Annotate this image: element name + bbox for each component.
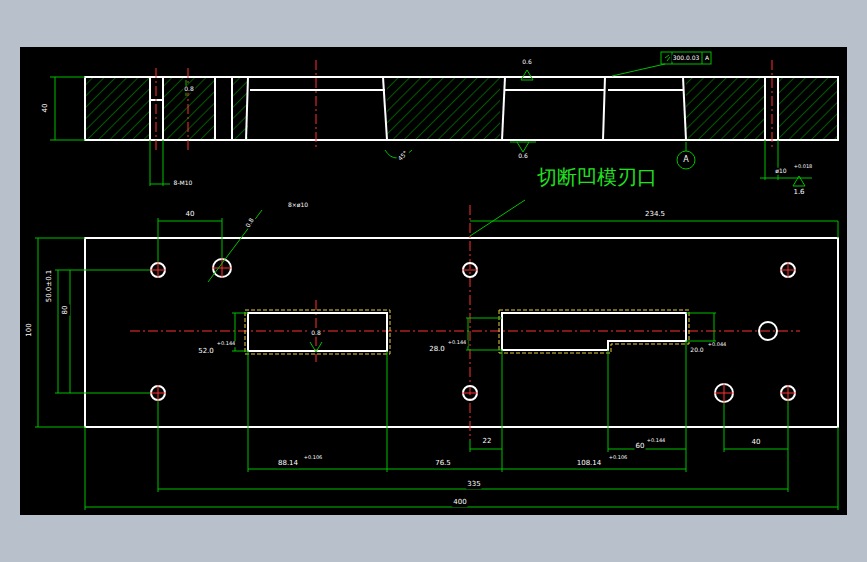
dimension: 80 [62,305,70,316]
plan-view [35,200,838,510]
dimension: 400 [452,499,467,507]
angle: 45° [396,149,410,163]
roughness: 0.8 [310,330,322,337]
tolerance: 300.0.03 [672,55,701,62]
roughness: 1.6 [792,189,805,197]
dimension: 52.0 [197,348,215,356]
dimension: 50.0±0.1 [46,269,54,304]
dimension: 22 [482,438,493,446]
dimension: 40 [42,103,50,114]
dimension: 76.5 [434,460,452,468]
tolerance: +0.144 [646,438,667,444]
tolerance: +0.106 [303,455,324,461]
drawing-title: 切断凹模刃口 [536,166,658,188]
hole-spec: 8×ø10 [287,202,309,209]
roughness: 0.8 [183,86,195,93]
dimension: 100 [26,322,34,337]
dimension: 335 [466,481,481,489]
dimension: 20.0 [689,347,704,354]
diameter: ø10 [774,168,787,175]
datum: A [682,156,689,165]
dimension: 108.14 [576,460,603,468]
tolerance: +0.144 [216,341,237,347]
dimension: 40 [185,211,196,219]
dimension: 88.14 [277,460,299,468]
tolerance: +0.018 [793,164,814,170]
dimension: 234.5 [644,211,666,219]
tolerance: +0.106 [608,455,629,461]
thread-spec: 8-M10 [173,180,194,187]
roughness: 0.8 [244,216,255,229]
datum-ref: A [704,55,710,62]
roughness: 0.6 [521,59,533,66]
dimension: 60 [635,443,646,451]
roughness: 0.6 [517,153,529,160]
dimension: 28.0 [428,346,446,354]
cad-ground [20,47,847,515]
section-view [50,52,838,186]
tolerance: +0.044 [707,342,728,348]
dimension: 40 [751,439,762,447]
tolerance: +0.144 [447,340,468,346]
